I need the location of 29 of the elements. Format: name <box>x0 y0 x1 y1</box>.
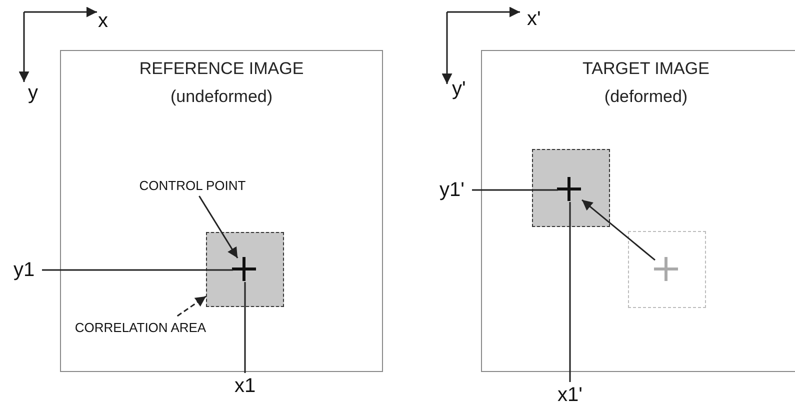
coordinate-label: x1' <box>552 382 588 408</box>
axis-label: y <box>28 82 38 105</box>
leader-line <box>198 196 238 258</box>
callout-text: CORRELATION AREA <box>68 316 214 366</box>
axis-label: x <box>98 10 108 33</box>
image-title: REFERENCE IMAGE <box>138 59 305 79</box>
axis-label: x' <box>527 8 541 31</box>
correlation-area <box>532 148 610 226</box>
image-frame <box>60 50 383 372</box>
reference-line <box>472 189 558 191</box>
callout-text: CONTROL POINT <box>110 176 276 196</box>
image-subtitle: (deformed) <box>603 87 689 107</box>
crosshair-mark <box>232 257 256 282</box>
coordinate-label: y1 <box>6 257 42 283</box>
reference-line <box>42 269 233 271</box>
original-area-outline <box>628 230 706 308</box>
image-frame <box>481 50 795 372</box>
correlation-area <box>206 232 284 306</box>
reference-line <box>569 202 571 382</box>
reference-line <box>244 282 246 373</box>
coordinate-label: x1 <box>228 373 262 399</box>
crosshair-mark <box>654 257 678 282</box>
displacement-arrow <box>582 199 656 261</box>
axis-label: y' <box>452 78 466 101</box>
coordinate-label: y1' <box>432 177 472 203</box>
image-subtitle: (undeformed) <box>169 87 274 107</box>
crosshair-mark <box>557 177 582 202</box>
image-title: TARGET IMAGE <box>582 59 710 79</box>
leader-line <box>176 296 206 317</box>
